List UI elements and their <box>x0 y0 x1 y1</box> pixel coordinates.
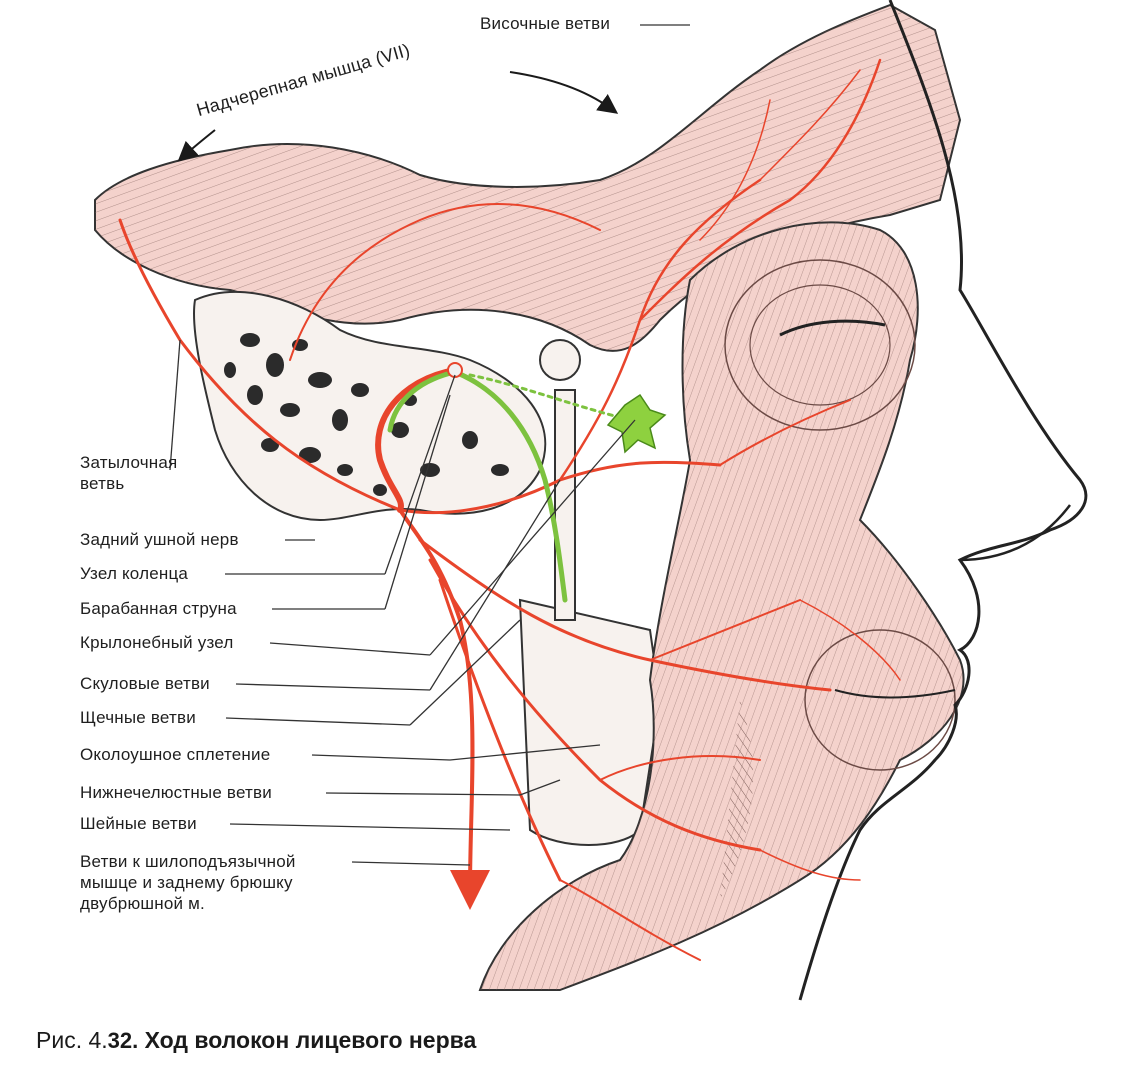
facial-nerve-branches <box>118 58 901 961</box>
label-occipital-branch: Затылочная ветвь <box>80 453 178 493</box>
chorda-tympani-pathway <box>387 369 632 603</box>
temporal-bone-shape <box>193 291 547 522</box>
caption-title: Ход волокон лицевого нерва <box>144 1027 477 1053</box>
label-zygomatic-branches: Скуловые ветви <box>80 674 210 693</box>
epicranial-arrow-left <box>177 129 216 162</box>
geniculate-ganglion-shape <box>447 362 463 378</box>
epicranial-muscle-shape <box>94 3 962 352</box>
leader-lines <box>169 24 690 866</box>
label-posterior-auricular-nerve: Задний ушной нерв <box>80 530 239 549</box>
face-muscles-shape <box>478 221 965 991</box>
caption-prefix: Рис. 4. <box>36 1027 108 1053</box>
label-chorda-tympani: Барабанная струна <box>80 599 237 618</box>
pterygopalatine-ganglion-shape <box>606 393 667 454</box>
label-mandibular-branches: Нижнечелюстные ветви <box>80 783 272 802</box>
label-parotid-plexus: Околоушное сплетение <box>80 745 271 764</box>
label-pterygopalatine-ganglion: Крылонебный узел <box>80 633 234 652</box>
label-temporal-branches: Височные ветви <box>480 14 611 33</box>
figure-caption: Рис. 4.32. Ход волокон лицевого нерва <box>36 1027 476 1054</box>
caption-number: 32. <box>107 1028 139 1053</box>
label-buccal-branches: Щечные ветви <box>80 708 196 727</box>
label-stylohyoid-branches: Ветви к шилоподъязычной мышце и заднему … <box>80 852 296 913</box>
epicranial-arrow-right <box>509 71 619 114</box>
label-geniculate-ganglion: Узел коленца <box>80 564 189 583</box>
mandible-shape <box>518 339 662 846</box>
facial-nerve-illustration <box>94 0 1088 1001</box>
label-cervical-branches: Шейные ветви <box>80 814 197 833</box>
